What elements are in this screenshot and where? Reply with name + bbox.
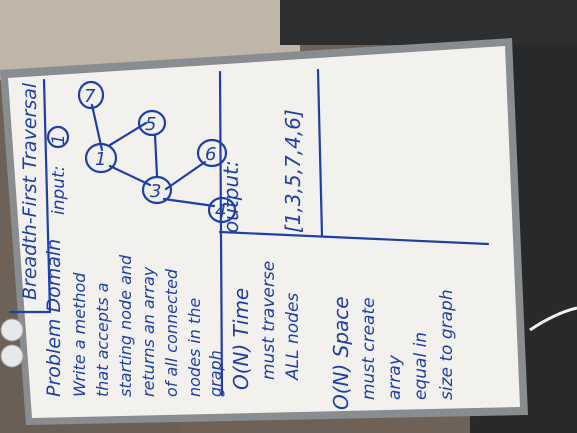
space-complexity-heading: O(N) Space <box>329 296 353 410</box>
top-right-box-line <box>316 68 324 238</box>
input-label: input: <box>49 166 69 215</box>
fabric-background <box>280 0 577 45</box>
input-value: 1 <box>49 134 69 145</box>
problem-domain-line: graph <box>206 350 225 397</box>
graph-node-label: 7 <box>84 86 96 107</box>
graph-node-label: 5 <box>145 114 156 135</box>
graph-node: 7 <box>77 80 105 110</box>
graph-node-label: 6 <box>205 144 216 165</box>
graph-node: 3 <box>141 175 173 205</box>
problem-domain-line: that accepts a <box>93 283 112 397</box>
column-divider-line <box>218 70 224 397</box>
board-title: Breadth-First Traversal <box>19 82 41 300</box>
input-value-circle <box>46 125 70 149</box>
graph-node-label: 1 <box>95 149 106 170</box>
marker-cap <box>0 318 24 342</box>
space-complexity-line: must create <box>359 297 379 400</box>
problem-domain-line: starting node and <box>116 254 135 397</box>
space-complexity-line: array <box>385 354 405 400</box>
output-value: [1,3,5,7,4,6] <box>281 109 305 233</box>
problem-domain-heading: Problem Domain <box>43 239 65 397</box>
problem-domain-line: returns an array <box>139 266 158 397</box>
cable <box>529 306 577 332</box>
whiteboard-surface <box>8 46 520 418</box>
graph-node: 6 <box>196 138 228 168</box>
top-right-box-line <box>218 230 490 246</box>
graph-node-label: 3 <box>150 181 161 202</box>
time-complexity-line: must traverse <box>259 261 279 380</box>
output-label: output: <box>219 160 243 233</box>
problem-domain-line: of all connected <box>162 268 181 397</box>
problem-domain-line: nodes in the <box>185 298 204 397</box>
graph-node: 1 <box>84 142 118 174</box>
space-complexity-line: size to graph <box>437 289 457 400</box>
space-complexity-line: equal in <box>411 332 431 400</box>
graph-node-label: 4 <box>215 201 226 222</box>
graph-node: 4 <box>207 196 237 224</box>
title-divider-line <box>42 78 52 314</box>
time-complexity-heading: O(N) Time <box>229 288 253 390</box>
problem-domain-line: Write a method <box>70 272 89 397</box>
time-complexity-line: ALL nodes <box>283 293 303 381</box>
graph-node: 5 <box>137 109 167 137</box>
marker-cap <box>0 344 24 368</box>
